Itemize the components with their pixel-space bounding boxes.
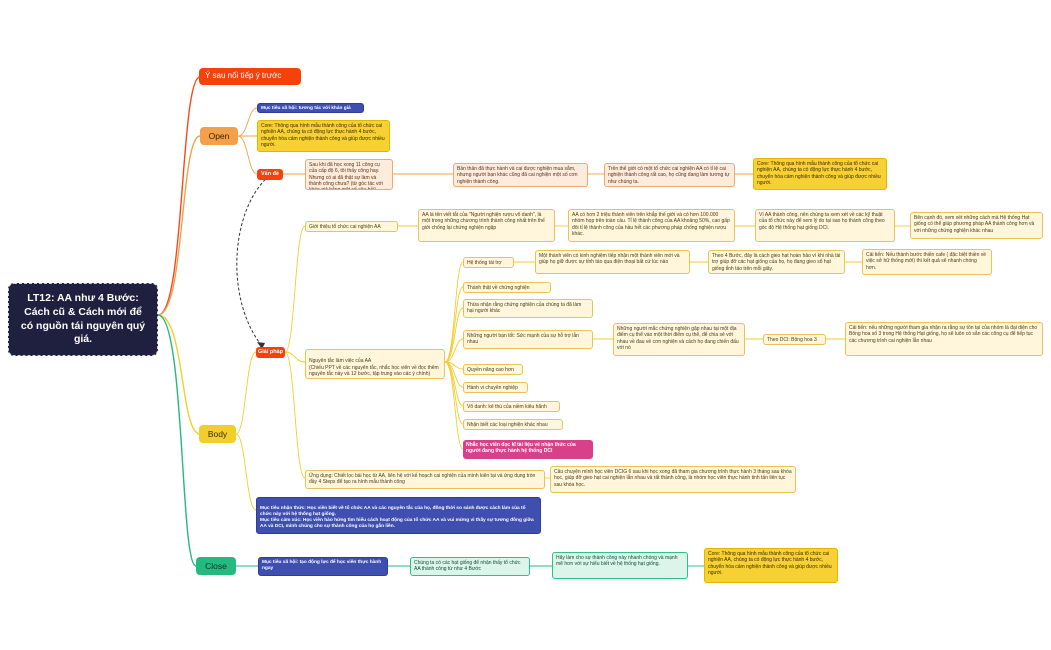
application-story-text: Câu chuyện mình học viên DCIG 6 sau khi … [554, 469, 792, 488]
root-topic[interactable]: LT12: AA như 4 Bước: Cách cũ & Cách mới … [8, 283, 158, 356]
issue-node-3[interactable]: Trên thế giới có một tổ chức cai nghiện … [604, 163, 735, 187]
open-core-text: Core: Thông qua hình mẫu thành công của … [261, 123, 385, 148]
principle-professional[interactable]: Hành vi chuyên nghiệp [463, 382, 528, 393]
close-node-1[interactable]: Chúng ta có các hạt giống để nhận thấy t… [410, 557, 530, 576]
issue-label-text: Vấn đề [260, 171, 280, 177]
principle-support[interactable]: Hệ thống tài trợ [463, 257, 514, 268]
body-goals-text: Mục tiêu nhận thức: Học viên biết về tổ … [260, 505, 534, 529]
principle-aware-text: Nhận biết các loại nghiện khác nhau [467, 422, 548, 428]
branch-body[interactable]: Body [199, 425, 236, 443]
branch-intro-label: Ý sau nối tiếp ý trước [205, 71, 282, 80]
close-core[interactable]: Core: Thông qua hình mẫu thành công của … [704, 548, 838, 583]
aa-node-3-text: Vì AA thành công, nên chúng ta xem xét v… [759, 212, 885, 231]
issue-node-1-text: Sau khi đã học xong 11 công cụ của cấp đ… [309, 162, 383, 190]
support-node-2[interactable]: Theo 4 Bước, đây là cách gieo hạt hoàn h… [708, 250, 845, 274]
friends-node-3-text: Cải tiến: nếu những người tham gia nhận … [849, 325, 1038, 344]
open-social-goal-text: Mục tiêu xã hội: tương tác với khán giả [261, 106, 351, 111]
aa-principles-text: Nguyên tắc làm việc của AA (Chiếu PPT về… [309, 358, 439, 377]
aa-node-2-text: AA có hơn 2 triệu thành viên trên khắp t… [572, 212, 730, 237]
aa-intro[interactable]: Giới thiệu tổ chức cai nghiện AA [305, 221, 398, 232]
support-node-3[interactable]: Cải tiến: Nếu thành bước thiền cafe ( đặ… [862, 249, 992, 275]
close-node-2[interactable]: Hãy làm cho sự thành công này nhanh chón… [552, 552, 688, 579]
branch-close[interactable]: Close [196, 557, 236, 575]
issue-node-2[interactable]: Bản thân đã thực hành và cai được nghiện… [453, 163, 588, 187]
support-node-2-text: Theo 4 Bước, đây là cách gieo hạt hoàn h… [712, 253, 841, 272]
principle-honest-text: Thành thật về chứng nghiện [467, 285, 530, 291]
friends-node-1[interactable]: Những người mắc chứng nghiện gặp nhau tạ… [613, 323, 745, 356]
support-node-1-text: Một thành viên có kinh nghiệm tiếp nhận … [539, 253, 680, 266]
close-social-goal[interactable]: Mục tiêu xã hội: tạo động lực để học viê… [258, 557, 388, 576]
issue-core[interactable]: Core: Thông qua hình mẫu thành công của … [753, 158, 887, 190]
close-node-1-text: Chúng ta có các hạt giống để nhận thấy t… [414, 560, 521, 573]
principle-friends[interactable]: Những người bạn tốt: Sức mạnh của sự hỗ … [463, 330, 593, 349]
aa-node-1-text: AA là tên viết tắt của "Người nghiện rượ… [422, 212, 545, 231]
reminder-note-text: Nhắc học viên đọc kĩ tài liệu về nhận th… [466, 442, 576, 455]
friends-node-2[interactable]: Theo DCI: Bông hoa 3 [763, 334, 826, 345]
application-node[interactable]: Ứng dụng: Chiết lọc bài học từ AA, liên … [305, 470, 545, 489]
friends-node-1-text: Những người mắc chứng nghiện gặp nhau tạ… [617, 326, 739, 351]
close-social-goal-text: Mục tiêu xã hội: tạo động lực để học viê… [262, 560, 382, 571]
friends-node-3[interactable]: Cải tiến: nếu những người tham gia nhận … [845, 322, 1043, 356]
friends-node-2-text: Theo DCI: Bông hoa 3 [767, 337, 817, 343]
application-node-text: Ứng dụng: Chiết lọc bài học từ AA, liên … [309, 473, 536, 486]
support-node-3-text: Cải tiến: Nếu thành bước thiền cafe ( đặ… [866, 252, 987, 271]
branch-close-label: Close [205, 561, 227, 571]
close-node-2-text: Hãy làm cho sự thành công này nhanh chón… [556, 555, 678, 568]
aa-intro-text: Giới thiệu tổ chức cai nghiện AA [309, 224, 381, 230]
aa-node-2[interactable]: AA có hơn 2 triệu thành viên trên khắp t… [568, 209, 735, 242]
principle-admit-text: Thừa nhận rằng chứng nghiện của chúng ta… [467, 302, 582, 315]
aa-node-4[interactable]: Bên cạnh đó, xem xét những cách mà Hệ th… [910, 212, 1043, 239]
principle-professional-text: Hành vi chuyên nghiệp [467, 385, 518, 391]
solution-label[interactable]: Giải pháp [256, 347, 285, 358]
principle-anonymous[interactable]: Vô danh: kẻ thù của niềm kiêu hãnh [463, 401, 560, 412]
principle-higher-power-text: Quyền năng cao hơn [467, 367, 514, 373]
principle-support-text: Hệ thống tài trợ [467, 260, 502, 266]
issue-node-2-text: Bản thân đã thực hành và cai được nghiện… [457, 166, 578, 185]
branch-body-label: Body [207, 429, 228, 439]
aa-node-4-text: Bên cạnh đó, xem xét những cách mà Hệ th… [914, 215, 1035, 234]
issue-node-3-text: Trên thế giới có một tổ chức cai nghiện … [608, 166, 730, 185]
open-core[interactable]: Core: Thông qua hình mẫu thành công của … [257, 120, 390, 152]
root-title: LT12: AA như 4 Bước: Cách cũ & Cách mới … [20, 292, 146, 346]
close-core-text: Core: Thông qua hình mẫu thành công của … [708, 551, 832, 576]
aa-principles[interactable]: Nguyên tắc làm việc của AA (Chiếu PPT về… [305, 349, 445, 379]
application-story[interactable]: Câu chuyện mình học viên DCIG 6 sau khi … [550, 466, 796, 493]
open-social-goal[interactable]: Mục tiêu xã hội: tương tác với khán giả [257, 103, 364, 113]
solution-label-text: Giải pháp [257, 349, 284, 355]
principle-aware[interactable]: Nhận biết các loại nghiện khác nhau [463, 419, 563, 430]
body-goals[interactable]: Mục tiêu nhận thức: Học viên biết về tổ … [256, 497, 541, 534]
issue-core-text: Core: Thông qua hình mẫu thành công của … [757, 161, 881, 186]
reminder-note[interactable]: Nhắc học viên đọc kĩ tài liệu về nhận th… [463, 440, 593, 459]
principle-admit[interactable]: Thừa nhận rằng chứng nghiện của chúng ta… [463, 299, 593, 318]
support-node-1[interactable]: Một thành viên có kinh nghiệm tiếp nhận … [535, 250, 690, 274]
aa-node-3[interactable]: Vì AA thành công, nên chúng ta xem xét v… [755, 209, 895, 242]
branch-intro[interactable]: Ý sau nối tiếp ý trước [199, 68, 301, 85]
aa-node-1[interactable]: AA là tên viết tắt của "Người nghiện rượ… [418, 209, 555, 242]
branch-open-label: Open [208, 131, 230, 141]
branch-open[interactable]: Open [200, 127, 238, 145]
issue-node-1[interactable]: Sau khi đã học xong 11 công cụ của cấp đ… [305, 159, 393, 190]
principle-friends-text: Những người bạn tốt: Sức mạnh của sự hỗ … [467, 333, 579, 346]
issue-label[interactable]: Vấn đề [257, 169, 283, 180]
principle-anonymous-text: Vô danh: kẻ thù của niềm kiêu hãnh [467, 404, 547, 410]
principle-higher-power[interactable]: Quyền năng cao hơn [463, 364, 523, 375]
principle-honest[interactable]: Thành thật về chứng nghiện [463, 282, 551, 293]
